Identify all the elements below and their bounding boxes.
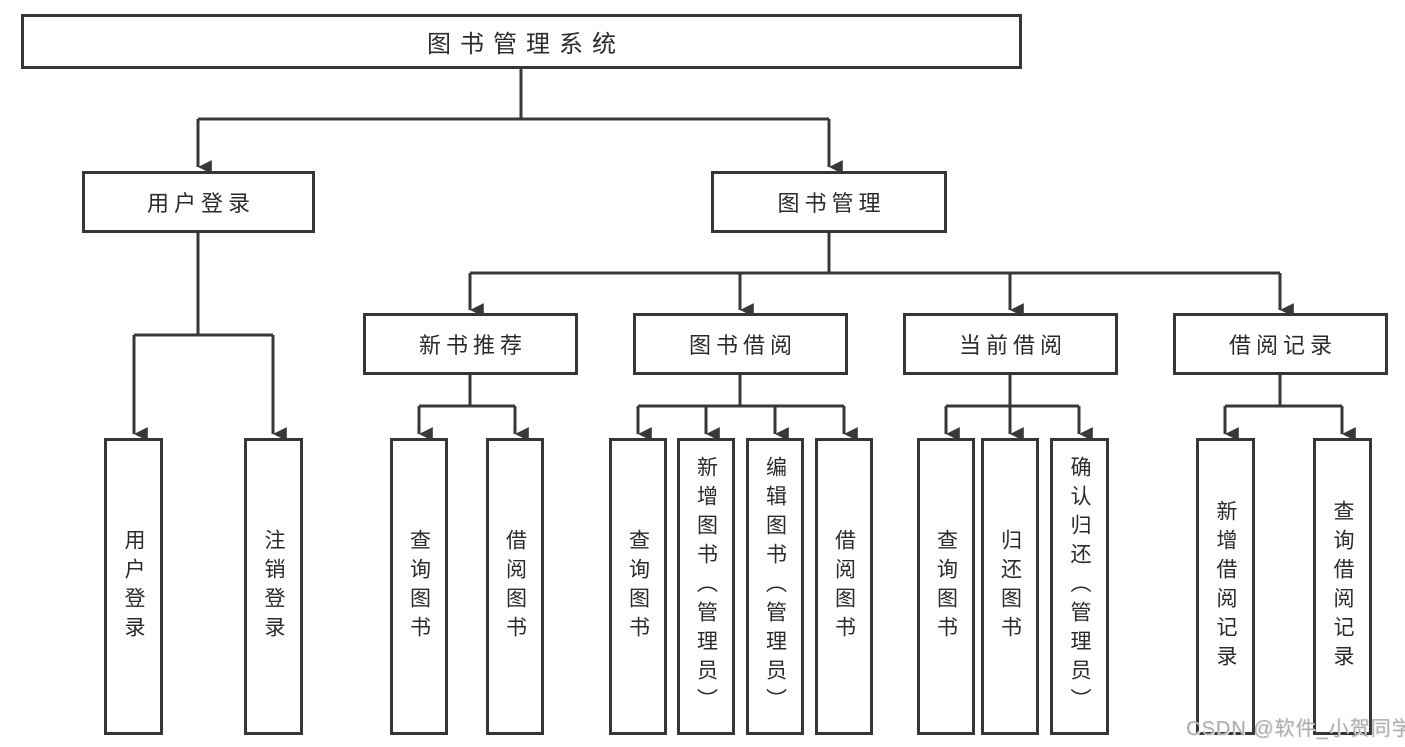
leaf-user-login: 用户登录 <box>104 438 163 735</box>
leaf-current-confirm-return-admin-label: 确认归还（管理员） <box>1068 456 1091 717</box>
leaf-borrowing-edit-books-admin: 编辑图书（管理员） <box>746 438 804 735</box>
leaf-borrowing-borrow-books-label: 借阅图书 <box>832 528 856 645</box>
leaf-records-add-record-label: 新增借阅记录 <box>1214 499 1237 674</box>
csdn-watermark: CSDN @软件_小贺同学 <box>1186 718 1405 740</box>
node-book-management-label: 图书管理 <box>777 191 886 216</box>
leaf-records-add-record: 新增借阅记录 <box>1196 438 1255 735</box>
node-root: 图书管理系统 <box>21 14 1022 69</box>
node-new-book-recommend: 新书推荐 <box>363 313 578 375</box>
node-user-login-branch: 用户登录 <box>82 171 315 233</box>
leaf-current-query-books: 查询图书 <box>917 438 975 735</box>
leaf-recommend-query-books-label: 查询图书 <box>407 528 431 645</box>
leaf-recommend-borrow-books-label: 借阅图书 <box>503 528 527 645</box>
leaf-records-query-record: 查询借阅记录 <box>1313 438 1372 735</box>
node-current-borrowing: 当前借阅 <box>903 313 1118 375</box>
node-borrowing-records-label: 借阅记录 <box>1228 333 1337 358</box>
leaf-borrowing-add-books-admin: 新增图书（管理员） <box>677 438 735 735</box>
node-user-login-branch-label: 用户登录 <box>146 191 255 216</box>
leaf-recommend-borrow-books: 借阅图书 <box>486 438 544 735</box>
leaf-borrowing-query-books-label: 查询图书 <box>626 528 650 645</box>
leaf-records-query-record-label: 查询借阅记录 <box>1331 499 1354 674</box>
leaf-current-query-books-label: 查询图书 <box>934 528 958 645</box>
leaf-borrowing-query-books: 查询图书 <box>609 438 667 735</box>
leaf-borrowing-add-books-admin-label: 新增图书（管理员） <box>694 456 718 717</box>
leaf-user-login-label: 用户登录 <box>122 528 145 645</box>
leaf-borrowing-edit-books-admin-label: 编辑图书（管理员） <box>763 456 787 717</box>
leaf-current-return-books-label: 归还图书 <box>998 528 1022 645</box>
node-new-book-recommend-label: 新书推荐 <box>418 333 527 358</box>
node-root-label: 图书管理系统 <box>427 31 625 58</box>
node-current-borrowing-label: 当前借阅 <box>958 333 1067 358</box>
node-book-management: 图书管理 <box>711 171 947 233</box>
node-book-borrowing: 图书借阅 <box>633 313 848 375</box>
leaf-borrowing-borrow-books: 借阅图书 <box>815 438 873 735</box>
node-borrowing-records: 借阅记录 <box>1173 313 1388 375</box>
leaf-recommend-query-books: 查询图书 <box>390 438 448 735</box>
node-book-borrowing-label: 图书借阅 <box>688 333 797 358</box>
leaf-current-return-books: 归还图书 <box>981 438 1039 735</box>
leaf-current-confirm-return-admin: 确认归还（管理员） <box>1050 438 1109 735</box>
leaf-logout: 注销登录 <box>244 438 303 735</box>
leaf-logout-label: 注销登录 <box>262 528 285 645</box>
